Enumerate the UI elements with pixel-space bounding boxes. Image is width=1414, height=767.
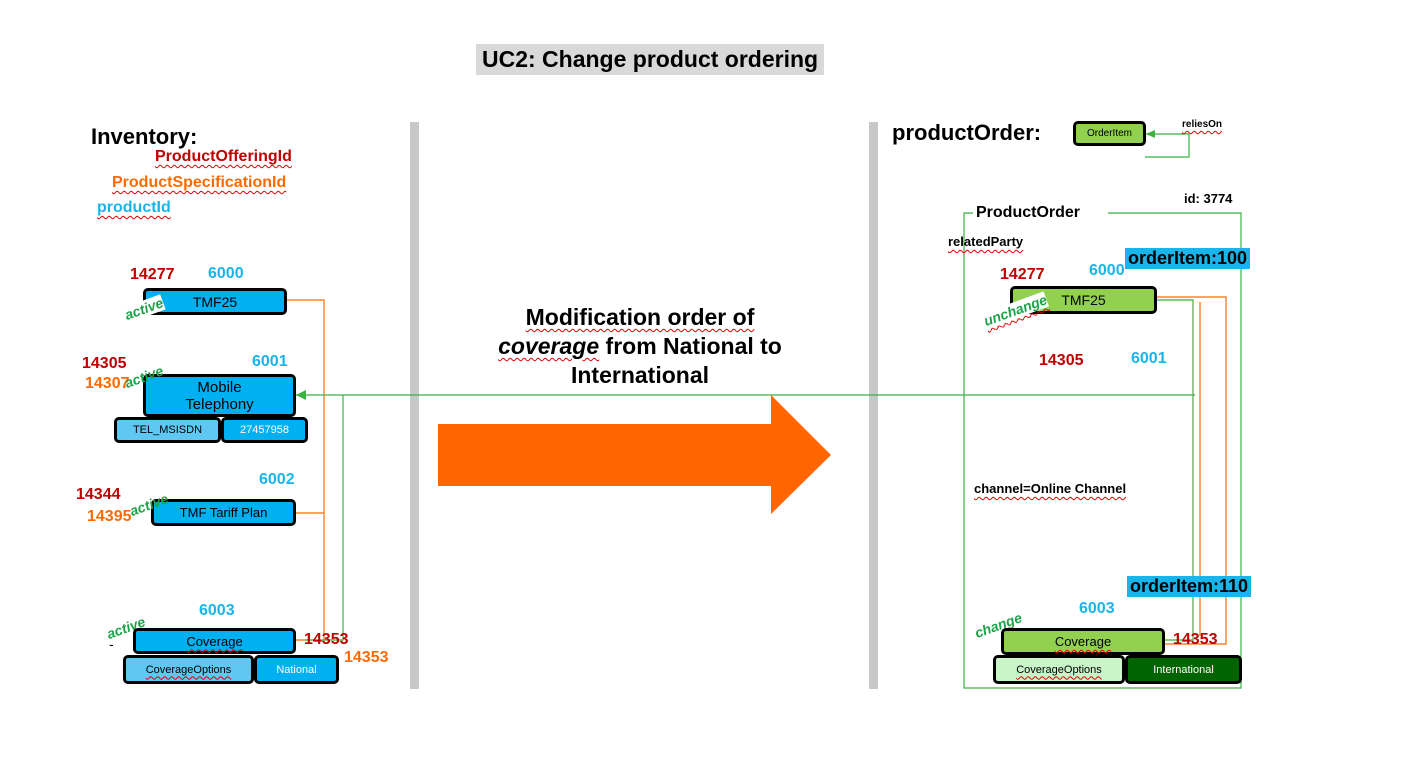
caption-line-2: coverage from National to: [498, 333, 782, 359]
big-arrow: [438, 395, 831, 514]
inv-product-id: 6000: [208, 265, 244, 282]
characteristic-value-text: International: [1153, 663, 1214, 676]
separator-right: [869, 122, 878, 689]
inv-product-label: TMF25: [192, 293, 238, 310]
order-characteristic-value: International: [1125, 655, 1242, 684]
inv-product-mobile-telephony: Mobile Telephony: [143, 374, 296, 417]
dash-mark: -: [109, 636, 114, 652]
product-order-heading: productOrder:: [892, 120, 1042, 145]
order-product-label: TMF25: [1061, 292, 1106, 308]
order-product-id: 6003: [1079, 600, 1115, 617]
inv-offering-id: 14353: [304, 631, 349, 648]
characteristic-value-text: 27457958: [240, 424, 289, 436]
order-item-tag: orderItem:110: [1127, 576, 1252, 597]
inv-product-id: 6002: [259, 471, 295, 488]
order-spec-connector: [1157, 296, 1227, 645]
relies-on-arrowhead: [1146, 130, 1155, 138]
inv-spec-id: 14307: [85, 375, 130, 392]
schema-order-item-label: OrderItem: [1086, 128, 1132, 139]
caption-line-1: Modification order of: [525, 304, 755, 330]
characteristic-name-text: CoverageOptions: [1016, 663, 1102, 676]
inv-offering-id: 14277: [130, 266, 175, 283]
inv-offering-id: 14344: [76, 486, 121, 503]
inv-characteristic-name: TEL_MSISDN: [114, 417, 221, 443]
inventory-heading: Inventory:: [91, 124, 198, 149]
legend-product: productId: [97, 199, 171, 216]
schema-order-item: OrderItem: [1073, 121, 1146, 146]
cross-reference-arrowhead: [296, 390, 306, 400]
inv-product-id: 6003: [199, 602, 235, 619]
product-order-box-title: ProductOrder: [976, 204, 1081, 221]
order-characteristic-name: CoverageOptions: [993, 655, 1125, 684]
order-offering-id: 14277: [1000, 266, 1045, 283]
inv-offering-id: 14305: [82, 355, 127, 372]
related-party: relatedParty: [948, 234, 1024, 249]
relies-on-loop: [1145, 133, 1190, 158]
modification-caption: Modification order of coverage from Nati…: [440, 303, 840, 390]
ref-offering-id: 14305: [1039, 352, 1084, 369]
order-product-label: Coverage: [1054, 634, 1112, 649]
inv-product-label: Mobile Telephony: [185, 378, 254, 413]
order-product-id: 6000: [1089, 262, 1125, 279]
inv-spec-id: 14395: [87, 508, 132, 525]
characteristic-value-text: National: [276, 663, 317, 676]
inv-product-tmf25: TMF25: [143, 288, 287, 315]
caption-line-3: International: [570, 362, 709, 388]
order-product-coverage: Coverage: [1001, 628, 1165, 655]
separator-left: [410, 122, 419, 689]
ref-product-id: 6001: [1131, 350, 1167, 367]
inv-characteristic-name: CoverageOptions: [123, 655, 254, 684]
inv-product-label: Coverage: [186, 633, 243, 649]
product-order-frame: [963, 212, 1242, 689]
inv-product-coverage: Coverage: [133, 628, 296, 654]
order-id: id: 3774: [1184, 191, 1233, 206]
inventory-coverage-link: [305, 395, 344, 641]
order-item-tag: orderItem:100: [1125, 248, 1251, 269]
inv-product-id: 6001: [252, 353, 288, 370]
characteristic-name-text: CoverageOptions: [145, 663, 232, 676]
channel-label: channel=Online Channel: [974, 481, 1127, 496]
order-coverage-link: [1157, 299, 1194, 641]
inventory-spec-connector: [286, 299, 325, 641]
inv-product-label: TMF Tariff Plan: [179, 505, 268, 520]
inv-spec-id: 14353: [344, 649, 389, 666]
inv-characteristic-value: National: [254, 655, 339, 684]
page-title: UC2: Change product ordering: [476, 44, 825, 75]
order-offering-id: 14353: [1173, 631, 1218, 648]
inv-characteristic-value: 27457958: [221, 417, 308, 443]
legend-specification: ProductSpecificationId: [112, 174, 287, 191]
characteristic-name-text: TEL_MSISDN: [132, 424, 203, 436]
inv-product-tariff-plan: TMF Tariff Plan: [151, 499, 296, 526]
legend-offering: ProductOfferingId: [155, 148, 292, 165]
relies-on-label: reliesOn: [1182, 119, 1223, 130]
